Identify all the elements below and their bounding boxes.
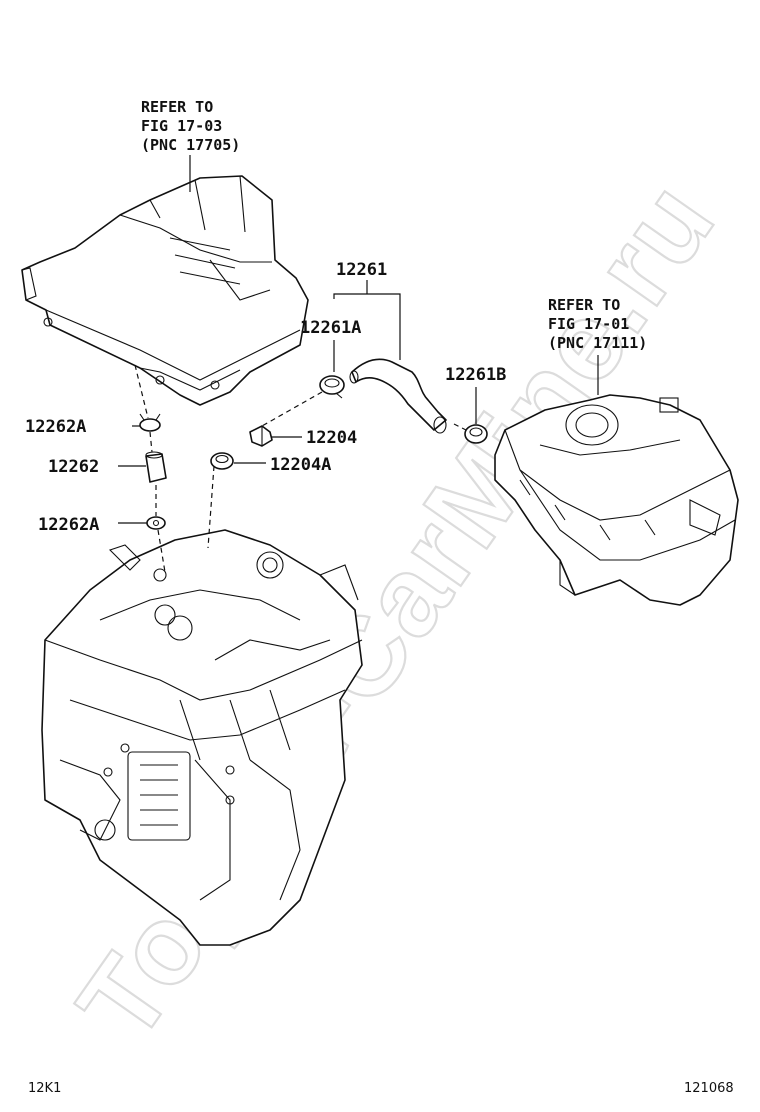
footer-left-code: 12K1 bbox=[28, 1081, 61, 1096]
dashed-routing-lines bbox=[134, 364, 467, 573]
air-cleaner-ref-line1: REFER TO bbox=[141, 98, 213, 116]
pcv-valve-12204 bbox=[249, 425, 273, 447]
part-number-12261B: 12261B bbox=[445, 365, 506, 385]
hose-clamp-12261A bbox=[319, 375, 345, 399]
hose-clip-12262A-top bbox=[139, 413, 161, 432]
air-cleaner-ref-line3: (PNC 17705) bbox=[141, 136, 240, 154]
part-number-12262: 12262 bbox=[48, 457, 99, 477]
intake-manifold-ref-line2: FIG 17-01 bbox=[548, 315, 629, 333]
air-cleaner-ref-line2: FIG 17-03 bbox=[141, 117, 222, 135]
part-number-12262A-top: 12262A bbox=[25, 417, 86, 437]
intake-manifold-drawing bbox=[494, 394, 739, 606]
part-number-12204A: 12204A bbox=[270, 455, 331, 475]
part-number-12204: 12204 bbox=[306, 428, 357, 448]
air-cleaner-housing-drawing bbox=[21, 175, 309, 406]
engine-block-drawing bbox=[41, 529, 363, 946]
pcv-grommet-12204A bbox=[210, 452, 234, 470]
hose-clip-12262A-bottom bbox=[146, 516, 166, 530]
part-number-12261: 12261 bbox=[336, 260, 387, 280]
hose-clamp-12261B bbox=[464, 424, 488, 444]
intake-manifold-ref-line3: (PNC 17111) bbox=[548, 334, 647, 352]
hose-12262 bbox=[145, 451, 167, 483]
leader-lines bbox=[118, 280, 477, 524]
intake-manifold-ref-line1: REFER TO bbox=[548, 296, 620, 314]
part-number-12261A: 12261A bbox=[300, 318, 361, 338]
ventilation-hose-12261 bbox=[349, 358, 447, 434]
footer-right-code: 121068 bbox=[684, 1081, 734, 1096]
part-number-12262A-bottom: 12262A bbox=[38, 515, 99, 535]
